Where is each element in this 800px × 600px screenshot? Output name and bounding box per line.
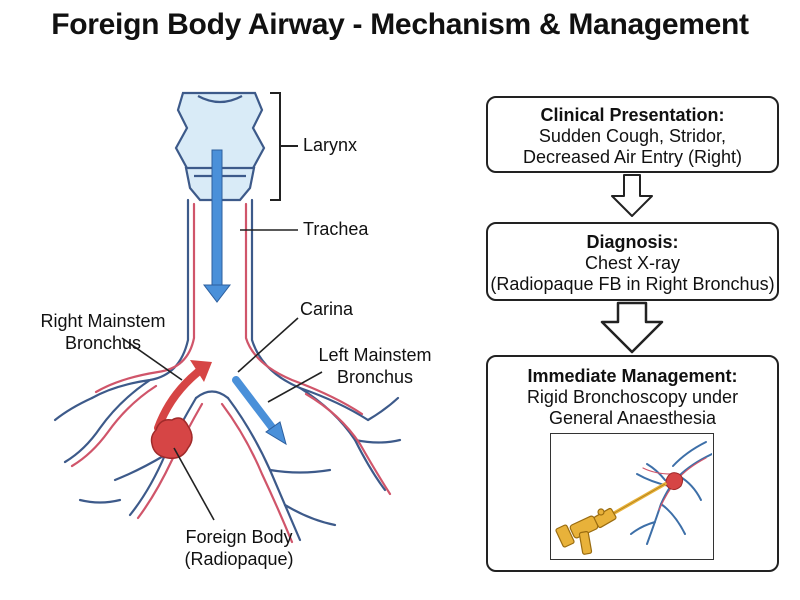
foreign-body-shape bbox=[150, 417, 193, 460]
presentation-title: Clinical Presentation: bbox=[540, 105, 725, 125]
bronchoscopy-svg bbox=[555, 441, 713, 555]
leader-lines bbox=[121, 229, 323, 521]
presentation-line-1: Sudden Cough, Stridor, bbox=[538, 126, 727, 146]
management-title: Immediate Management: bbox=[527, 366, 738, 386]
diagnosis-title: Diagnosis: bbox=[586, 232, 679, 252]
bronchoscopy-illustration bbox=[550, 433, 714, 560]
flow-arrow-2 bbox=[600, 301, 664, 354]
larynx-shape bbox=[174, 91, 266, 202]
label-carina: Carina bbox=[300, 299, 354, 319]
label-right-bronchus: Right Mainstem Bronchus bbox=[40, 311, 166, 353]
diagnosis-line-2: (Radiopaque FB in Right Bronchus) bbox=[490, 274, 775, 294]
bronchial-tree bbox=[53, 198, 402, 544]
airflow-arrow-trachea bbox=[202, 149, 232, 303]
presentation-line-2: Decreased Air Entry (Right) bbox=[522, 147, 743, 167]
label-left-bronchus: Left Mainstem Bronchus bbox=[318, 345, 432, 387]
diagnosis-box: Diagnosis: Chest X-ray (Radiopaque FB in… bbox=[486, 222, 779, 301]
flow-arrow-1 bbox=[611, 174, 653, 217]
management-line-1: Rigid Bronchoscopy under bbox=[526, 387, 739, 407]
page-title: Foreign Body Airway - Mechanism & Manage… bbox=[51, 8, 749, 41]
airflow-arrow-left bbox=[232, 376, 287, 446]
larynx-bracket bbox=[270, 92, 298, 201]
management-line-2: General Anaesthesia bbox=[548, 408, 717, 428]
presentation-box: Clinical Presentation: Sudden Cough, Str… bbox=[486, 96, 779, 173]
diagnosis-line-1: Chest X-ray bbox=[584, 253, 681, 273]
label-foreign-body: Foreign Body (Radiopaque) bbox=[184, 527, 294, 569]
label-trachea: Trachea bbox=[303, 219, 369, 239]
label-larynx: Larynx bbox=[303, 135, 358, 155]
